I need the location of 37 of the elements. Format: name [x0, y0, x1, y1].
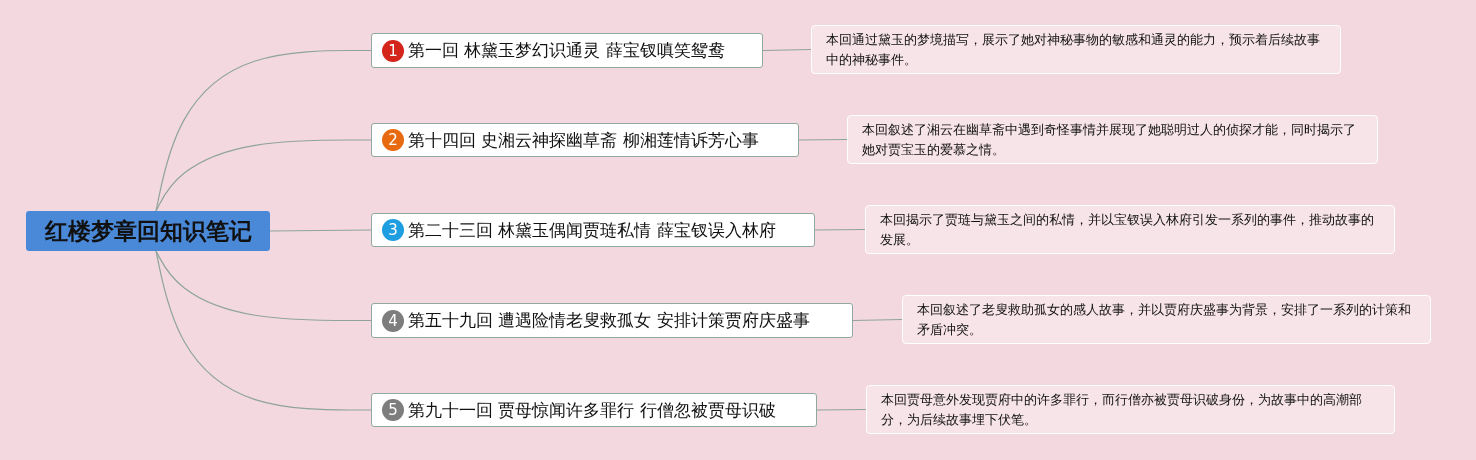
chapter-title: 第五十九回 遭遇险情老叟救孤女 安排计策贾府庆盛事	[408, 309, 810, 332]
summary-note-box	[865, 205, 1395, 254]
chapter-title: 第一回 林黛玉梦幻识通灵 薛宝钗嗔笑鸳鸯	[408, 39, 725, 62]
summary-note-box	[847, 115, 1378, 164]
number-badge: 2	[382, 129, 404, 151]
chapter-topic-box	[371, 393, 817, 427]
connector-line	[155, 250, 372, 322]
connector-line	[852, 318, 903, 322]
connector-line	[814, 228, 866, 231]
connector-line	[155, 250, 372, 411]
summary-text: 本回通过黛玉的梦境描写，展示了她对神秘事物的敏感和通灵的能力，预示着后续故事中的神秘事件。	[826, 30, 1321, 69]
number-badge: 1	[382, 39, 404, 62]
connector-line	[269, 229, 372, 232]
summary-note-box	[811, 25, 1341, 74]
number-badge: 4	[382, 309, 404, 332]
central-title: 红楼梦章回知识笔记	[44, 216, 252, 246]
central-topic-box	[26, 211, 270, 251]
summary-text: 本回揭示了贾琏与黛玉之间的私情，并以宝钗误入林府引发一系列的事件，推动故事的发展。	[880, 210, 1375, 249]
chapter-title: 第九十一回 贾母惊闻许多罪行 行僧忽被贾母识破	[408, 398, 776, 422]
summary-note-box	[866, 385, 1395, 434]
connector-line	[762, 48, 812, 52]
chapter-topic-box	[371, 33, 763, 68]
connector-line	[155, 49, 372, 212]
chapter-topic-box	[371, 303, 853, 338]
chapter-topic-box	[371, 123, 799, 157]
number-badge: 3	[382, 219, 404, 241]
chapter-title: 第十四回 史湘云神探幽草斋 柳湘莲情诉芳心事	[408, 128, 759, 152]
number-badge: 5	[382, 399, 404, 421]
chapter-title: 第二十三回 林黛玉偶闻贾琏私情 薛宝钗误入林府	[408, 218, 776, 242]
summary-text: 本回叙述了老叟救助孤女的感人故事，并以贾府庆盛事为背景，安排了一系列的计策和矛盾冲突。	[917, 300, 1412, 339]
connector-line	[155, 139, 372, 212]
summary-text: 本回叙述了湘云在幽草斋中遇到奇怪事情并展现了她聪明过人的侦探才能，同时揭示了她对贾宝玉的爱慕之情。	[862, 120, 1357, 159]
chapter-topic-box	[371, 213, 815, 247]
summary-note-box	[902, 295, 1431, 344]
connector-line	[816, 408, 867, 411]
summary-text: 本回贾母意外发现贾府中的许多罪行，而行僧亦被贾母识破身份，为故事中的高潮部分，为后续故事埋下伏笔。	[881, 390, 1363, 429]
connector-line	[798, 138, 848, 141]
